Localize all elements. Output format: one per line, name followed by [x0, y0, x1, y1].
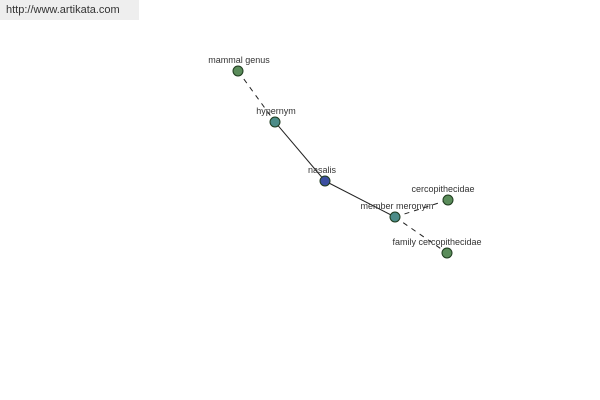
node-dot-mammal-genus[interactable]	[232, 65, 244, 77]
node-hypernym[interactable]: hypernym	[256, 106, 296, 128]
node-cercopithecidae[interactable]: cercopithecidae	[411, 184, 475, 206]
edge-nasalis-to-member-meronym	[324, 180, 396, 218]
node-label-member-meronym[interactable]: member meronym	[360, 201, 433, 211]
site-url-link[interactable]: http://www.artikata.com	[0, 0, 139, 20]
node-dot-nasalis[interactable]	[319, 175, 331, 187]
node-label-mammal-genus[interactable]: mammal genus	[208, 55, 270, 65]
node-family-cercopithecidae[interactable]: family cercopithecidae	[392, 237, 482, 259]
edge-member-meronym-to-family-cercopithecidae	[394, 216, 448, 254]
node-dot-member-meronym[interactable]	[389, 211, 401, 223]
node-member-meronym[interactable]: member meronym	[360, 201, 434, 223]
node-nasalis[interactable]: nasalis	[308, 165, 337, 187]
node-dot-cercopithecidae[interactable]	[442, 194, 454, 206]
node-mammal-genus[interactable]: mammal genus	[208, 55, 270, 77]
nodes-layer: mammal genus hypernym nasalis member merony…	[208, 55, 482, 259]
node-label-hypernym[interactable]: hypernym	[256, 106, 296, 116]
node-label-family-cercopithecidae[interactable]: family cercopithecidae	[392, 237, 481, 247]
node-dot-family-cercopithecidae[interactable]	[441, 247, 453, 259]
edge-hypernym-to-nasalis	[274, 121, 326, 182]
edge-mammal-genus-to-hypernym	[237, 70, 276, 123]
node-label-cercopithecidae[interactable]: cercopithecidae	[411, 184, 474, 194]
node-dot-hypernym[interactable]	[269, 116, 281, 128]
edges-layer	[237, 70, 449, 254]
node-label-nasalis[interactable]: nasalis	[308, 165, 337, 175]
